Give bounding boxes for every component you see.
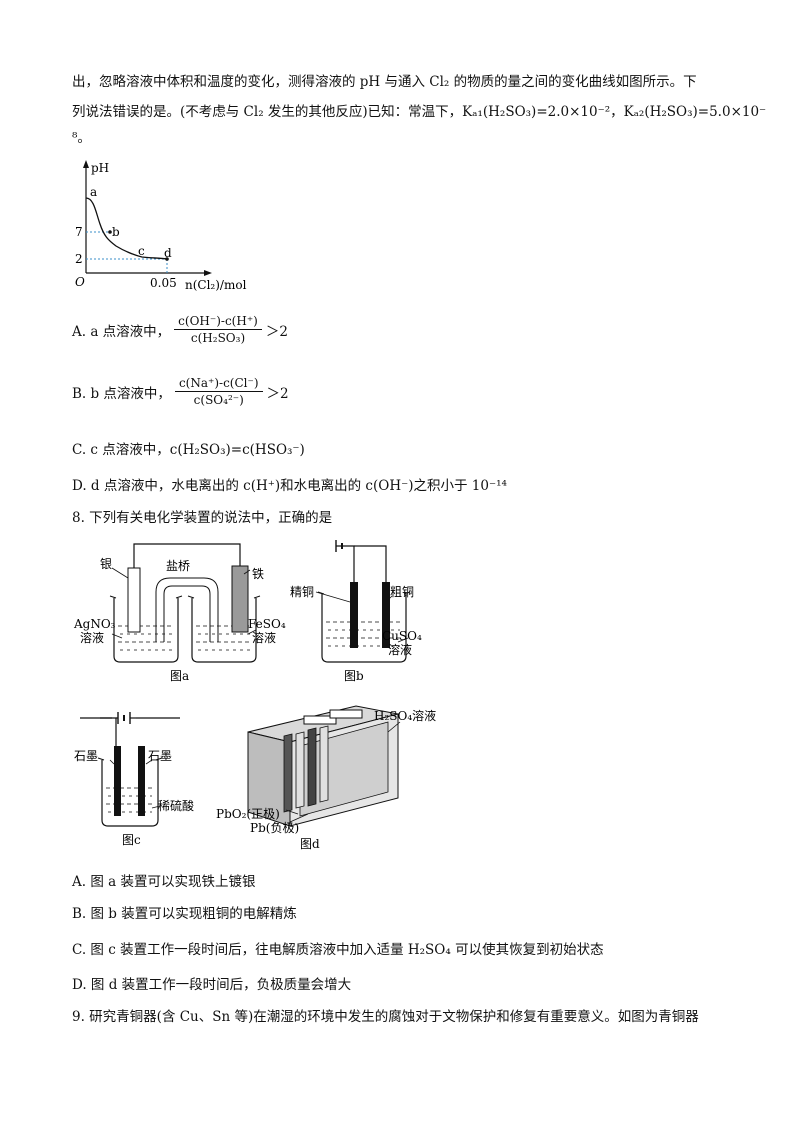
graph-origin: O bbox=[75, 275, 85, 289]
q9-stem: 9. 研究青铜器(含 Cu、Sn 等)在潮湿的环境中发生的腐蚀对于文物保护和修复… bbox=[72, 1009, 699, 1025]
q8-option-b[interactable]: B. 图 b 装置可以实现粗铜的电解精炼 bbox=[72, 906, 297, 922]
graph-point-a: a bbox=[90, 185, 97, 199]
fig-a-silver: 银 bbox=[100, 557, 112, 571]
figure-d-lead-acid-battery: H₂SO₄溶液 PbO₂(正极) Pb(负极) 图d bbox=[216, 705, 436, 851]
fig-b-crude-copper: 粗铜 bbox=[390, 584, 414, 599]
graph-point-d: d bbox=[164, 246, 172, 260]
q8-option-c[interactable]: C. 图 c 装置工作一段时间后，往电解质溶液中加入适量 H₂SO₄ 可以使其恢… bbox=[72, 942, 604, 958]
q7-intro-line3: ⁸。 bbox=[72, 130, 91, 146]
q8-option-d[interactable]: D. 图 d 装置工作一段时间后，负极质量会增大 bbox=[72, 977, 352, 993]
fig-a-right-solution-2: 溶液 bbox=[252, 630, 276, 645]
graph-y-label: pH bbox=[91, 161, 109, 175]
figure-c-electrolysis: 石墨 石墨 稀硫酸 图c bbox=[74, 712, 194, 847]
q7-option-a[interactable]: A. a 点溶液中， c(OH⁻)-c(H⁺) c(H₂SO₃) ＞2 bbox=[72, 314, 288, 345]
option-b-prefix: B. b 点溶液中， bbox=[72, 385, 171, 402]
fig-a-right-solution-1: FeSO₄ bbox=[248, 617, 286, 631]
fig-d-solution: H₂SO₄溶液 bbox=[374, 708, 436, 723]
graph-y-tick-7: 7 bbox=[75, 225, 83, 239]
option-a-fraction: c(OH⁻)-c(H⁺) c(H₂SO₃) bbox=[174, 314, 262, 345]
graph-point-c: c bbox=[138, 244, 145, 258]
figure-a-galvanic-cell: 银 盐桥 铁 AgNO₃ 溶液 FeSO₄ 溶液 图a bbox=[73, 543, 286, 683]
fig-b-pure-copper: 精铜 bbox=[290, 584, 314, 599]
q7-option-d[interactable]: D. d 点溶液中，水电离出的 c(H⁺)和水电离出的 c(OH⁻)之积小于 1… bbox=[72, 478, 507, 494]
fig-a-left-solution-2: 溶液 bbox=[80, 630, 104, 645]
fig-d-positive: PbO₂(正极) bbox=[216, 807, 280, 821]
option-b-numerator: c(Na⁺)-c(Cl⁻) bbox=[174, 376, 263, 392]
fig-a-salt-bridge: 盐桥 bbox=[166, 559, 190, 573]
q7-intro-line1: 出，忽略溶液中体积和温度的变化，测得溶液的 pH 与通入 Cl₂ 的物质的量之间… bbox=[72, 74, 697, 90]
fig-b-solution-1: CuSO₄ bbox=[382, 629, 422, 643]
option-b-suffix: ＞2 bbox=[266, 385, 289, 402]
graph-x-tick: 0.05 bbox=[150, 276, 177, 290]
q7-option-b[interactable]: B. b 点溶液中， c(Na⁺)-c(Cl⁻) c(SO₄²⁻) ＞2 bbox=[72, 376, 289, 407]
option-a-numerator: c(OH⁻)-c(H⁺) bbox=[174, 314, 262, 330]
q8-option-a[interactable]: A. 图 a 装置可以实现铁上镀银 bbox=[72, 874, 256, 890]
option-b-denominator: c(SO₄²⁻) bbox=[193, 393, 244, 407]
fig-b-solution-2: 溶液 bbox=[388, 642, 412, 657]
graph-point-b: b bbox=[112, 225, 120, 239]
option-a-suffix: ＞2 bbox=[265, 323, 288, 340]
fig-b-caption: 图b bbox=[344, 669, 364, 683]
fig-a-left-solution-1: AgNO₃ bbox=[73, 617, 116, 631]
q8-stem: 8. 下列有关电化学装置的说法中，正确的是 bbox=[72, 510, 333, 526]
option-b-fraction: c(Na⁺)-c(Cl⁻) c(SO₄²⁻) bbox=[174, 376, 263, 407]
graph-x-label: n(Cl₂)/mol bbox=[185, 278, 247, 292]
q7-intro-line2: 列说法错误的是。(不考虑与 Cl₂ 发生的其他反应)已知：常温下，Kₐ₁(H₂S… bbox=[72, 104, 767, 120]
fig-c-graphite-right: 石墨 bbox=[148, 749, 172, 763]
fig-d-negative: Pb(负极) bbox=[250, 821, 299, 835]
figure-b-electrorefining: 精铜 粗铜 CuSO₄ 溶液 图b bbox=[290, 540, 422, 683]
fig-d-caption: 图d bbox=[300, 837, 320, 851]
fig-c-solution: 稀硫酸 bbox=[158, 798, 194, 813]
fig-c-caption: 图c bbox=[122, 833, 141, 847]
fig-a-iron: 铁 bbox=[252, 567, 264, 581]
ph-titration-graph: pH a b c d 7 2 O 0.05 n(Cl₂)/mol bbox=[75, 160, 247, 292]
q7-option-c[interactable]: C. c 点溶液中，c(H₂SO₃)=c(HSO₃⁻) bbox=[72, 442, 305, 458]
fig-c-graphite-left: 石墨 bbox=[74, 749, 98, 763]
fig-a-caption: 图a bbox=[170, 669, 189, 683]
graph-y-tick-2: 2 bbox=[75, 252, 83, 266]
option-a-prefix: A. a 点溶液中， bbox=[72, 323, 171, 340]
option-a-denominator: c(H₂SO₃) bbox=[190, 331, 246, 345]
